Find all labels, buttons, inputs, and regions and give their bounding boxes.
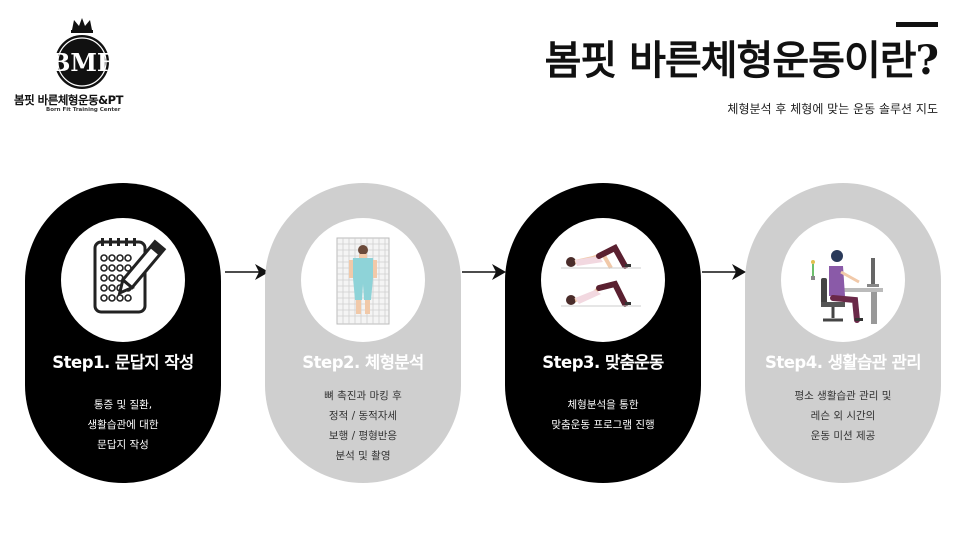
- page-subtitle: 체형분석 후 체형에 맞는 운동 솔루션 지도: [727, 102, 938, 116]
- arrow-right-icon: [702, 262, 750, 282]
- arrow-right-icon: [462, 262, 510, 282]
- step-title: Step4. 생활습관 관리: [764, 353, 922, 372]
- step-card-4: Step4. 생활습관 관리 평소 생활습관 관리 및 레슨 외 시간의 운동 …: [745, 183, 941, 483]
- arrow-right-icon: [225, 262, 273, 282]
- page-title: 봄핏 바른체형운동이란?: [544, 37, 939, 84]
- step-title: Step1. 문답지 작성: [52, 353, 194, 372]
- step-description: 통증 및 질환, 생활습관에 대한 문답지 작성: [87, 399, 159, 451]
- title-accent-bar: [896, 22, 938, 27]
- posture-grid-icon: [301, 218, 425, 342]
- step-description: 평소 생활습관 관리 및 레슨 외 시간의 운동 미션 제공: [794, 390, 892, 442]
- brand-subtitle: Born Fit Training Center: [46, 107, 121, 113]
- desk-posture-icon: [781, 218, 905, 342]
- step-card-1: Step1. 문답지 작성 통증 및 질환, 생활습관에 대한 문답지 작성: [25, 183, 221, 483]
- step-title: Step2. 체형분석: [302, 353, 424, 372]
- step-card-3: Step3. 맞춤운동 체형분석을 통한 맞춤운동 프로그램 진행: [505, 183, 701, 483]
- step-card-2: Step2. 체형분석 뼈 촉진과 마킹 후 정적 / 동적자세 보행 / 평형…: [265, 183, 461, 483]
- step-title: Step3. 맞춤운동: [542, 353, 664, 372]
- bridge-exercise-icon: [541, 218, 665, 342]
- brand-name: 봄핏 바른체형운동&PT: [14, 93, 123, 107]
- crown-emblem-icon: BMF: [50, 16, 114, 92]
- brand-logo: BMF 봄핏 바른체형운동&PT Born Fit Training Cente…: [14, 16, 154, 116]
- svg-text:BMF: BMF: [52, 48, 112, 77]
- step-description: 체형분석을 통한 맞춤운동 프로그램 진행: [551, 399, 655, 431]
- questionnaire-icon: [61, 218, 185, 342]
- step-description: 뼈 촉진과 마킹 후 정적 / 동적자세 보행 / 평형반응 분석 및 촬영: [324, 390, 402, 462]
